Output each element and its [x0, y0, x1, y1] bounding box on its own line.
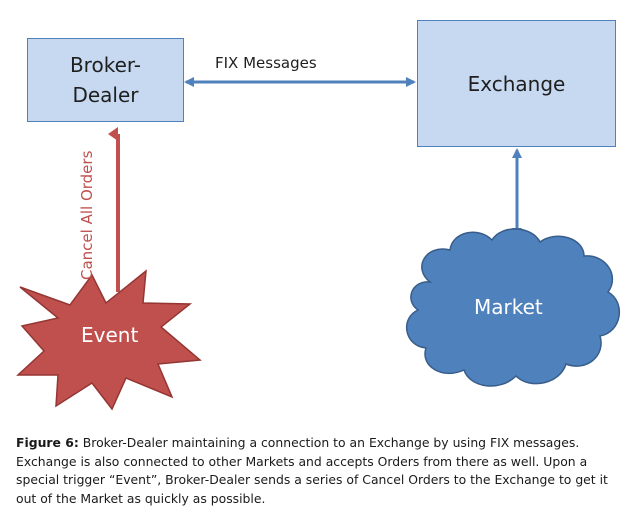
market-label: Market: [474, 295, 543, 319]
broker-dealer-label-line2: Dealer: [72, 83, 139, 107]
broker-dealer-node: Broker- Dealer: [27, 38, 184, 122]
market-cloud-shape: [405, 228, 621, 387]
fix-messages-label: FIX Messages: [215, 54, 317, 72]
figure-caption-text: Broker-Dealer maintaining a connection t…: [16, 435, 608, 506]
event-burst-shape: [16, 269, 202, 411]
event-label: Event: [81, 323, 139, 347]
broker-dealer-label-line1: Broker-: [69, 53, 142, 77]
figure-caption-label: Figure 6:: [16, 435, 79, 450]
cancel-all-orders-label: Cancel All Orders: [78, 150, 96, 280]
exchange-label: Exchange: [467, 71, 566, 96]
figure-caption: Figure 6: Broker-Dealer maintaining a co…: [16, 434, 628, 508]
exchange-node: Exchange: [417, 20, 616, 147]
